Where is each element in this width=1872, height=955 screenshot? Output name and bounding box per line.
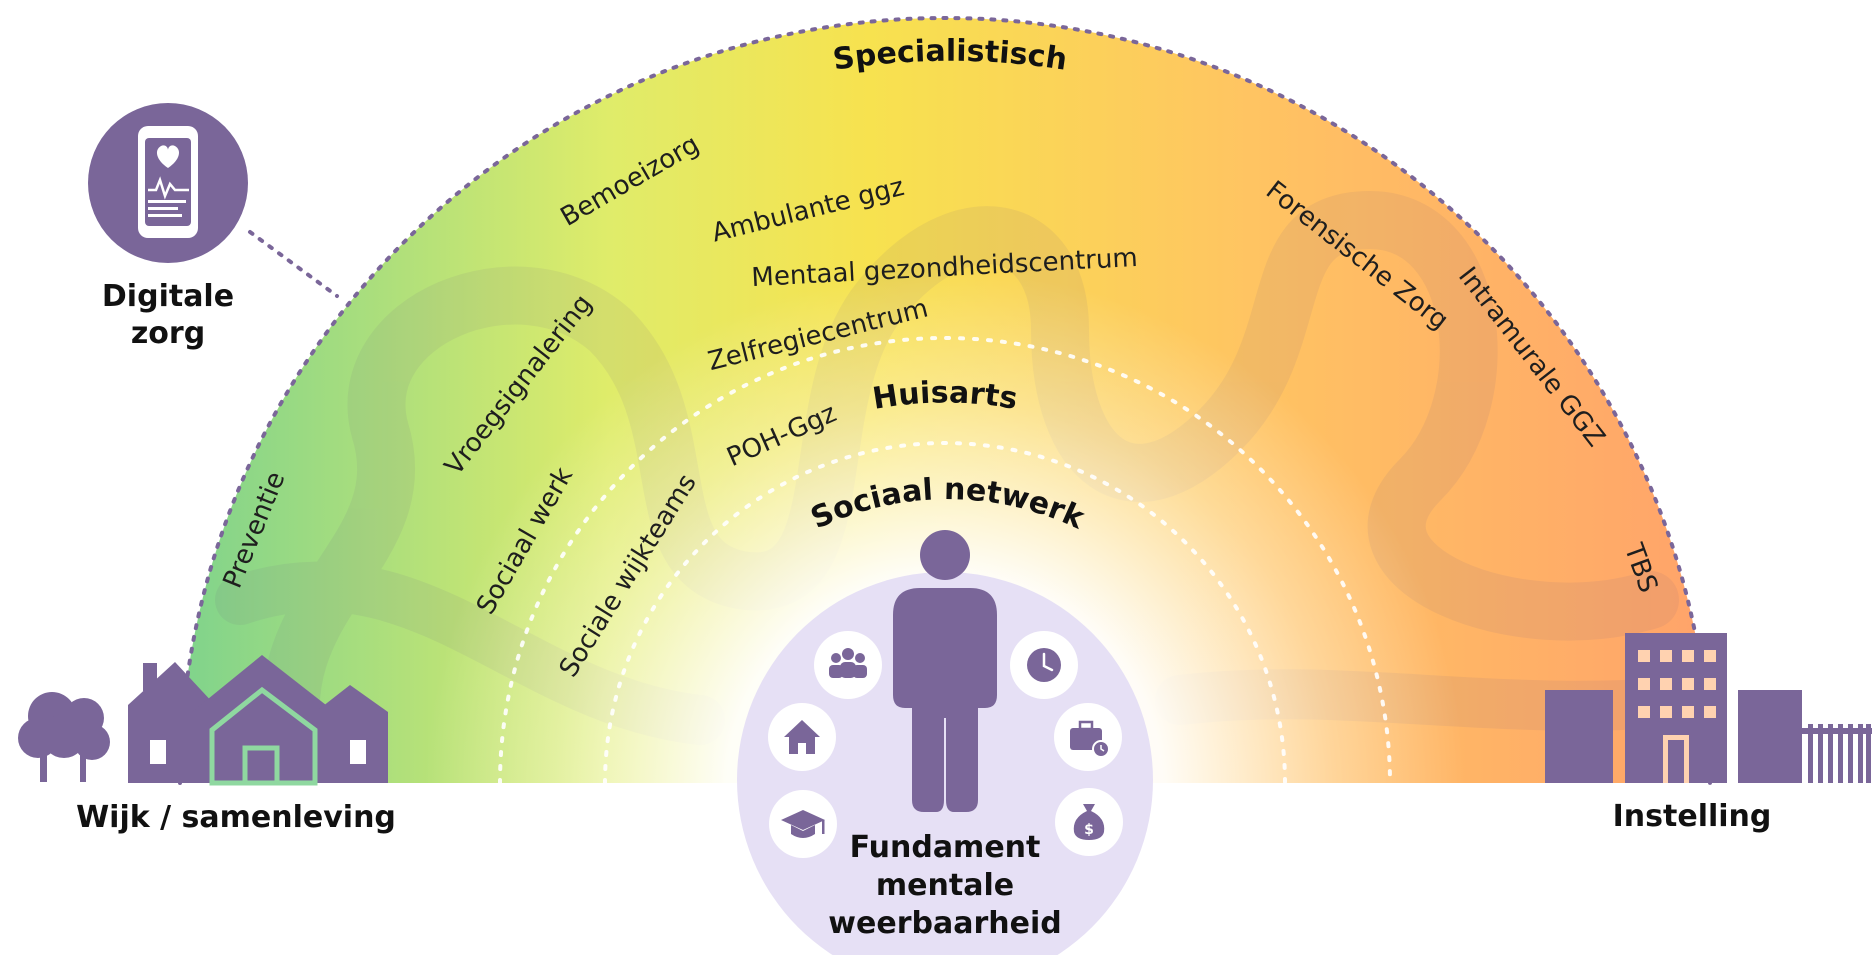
wijk-samenleving-label: Wijk / samenleving: [76, 800, 396, 835]
institution-illustration: Instelling: [1545, 633, 1872, 834]
institution-left-block: [1545, 690, 1613, 783]
instelling-label: Instelling: [1613, 799, 1772, 834]
foundation: $ Fundament mentale weerbaarheid: [737, 530, 1153, 955]
svg-text:$: $: [1084, 822, 1094, 838]
foundation-label-line2: mentale: [876, 868, 1014, 903]
graduation-cap-icon: [769, 790, 837, 858]
digital-care-connector: [248, 230, 339, 298]
foundation-label-line3: weerbaarheid: [828, 906, 1061, 941]
houses-icon: [128, 655, 388, 786]
inner-dotted-ring: [603, 441, 1287, 785]
outer-dotted-border: [178, 16, 1712, 785]
foundation-label-line1: Fundament: [850, 830, 1041, 865]
digitale-zorg-label-line1: Digitale: [102, 279, 234, 314]
phone-heart-icon: [138, 126, 198, 238]
digitale-zorg-label-line2: zorg: [131, 316, 205, 351]
home-icon: [768, 703, 836, 771]
care-arc: [178, 16, 1712, 785]
trees-icon: [18, 692, 110, 782]
clock-icon: [1010, 631, 1078, 699]
people-icon: [814, 631, 882, 699]
institution-building-icon: [1625, 633, 1727, 783]
middle-dotted-ring: [498, 336, 1392, 785]
person-icon: [893, 530, 997, 812]
huisarts-label: Huisarts: [870, 375, 1020, 417]
money-bag-icon: $: [1055, 788, 1123, 856]
institution-right-block: [1738, 690, 1802, 783]
fence-icon: [1802, 724, 1872, 783]
digital-care: Digitale zorg: [88, 103, 339, 351]
work-icon: [1054, 703, 1122, 771]
neighbourhood-illustration: Wijk / samenleving: [18, 655, 396, 835]
